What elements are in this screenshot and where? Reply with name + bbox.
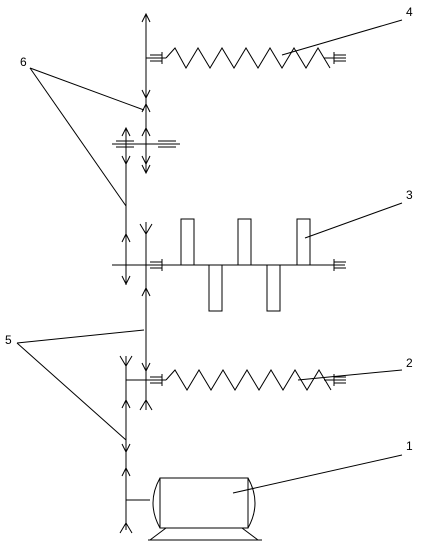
label-lower-spring-shaft: 2 xyxy=(406,356,413,370)
crank-shaft xyxy=(112,218,346,312)
lower-belt-left xyxy=(119,355,133,534)
label-motor: 1 xyxy=(406,439,413,453)
motor-pulley xyxy=(121,466,150,501)
label-upper-spring-shaft: 4 xyxy=(406,5,413,19)
label-lower-drive-belts: 5 xyxy=(5,333,12,347)
middle-vertical-shaft xyxy=(139,222,153,411)
label-crank-shaft: 3 xyxy=(406,188,413,202)
upper-belt-left xyxy=(121,164,131,286)
upper-vertical-shaft xyxy=(141,12,151,175)
motor xyxy=(148,477,262,541)
lower-spring-shaft xyxy=(126,369,346,391)
label-upper-drive-belts: 6 xyxy=(20,55,27,69)
leader-lines xyxy=(16,19,403,494)
upper-spring-shaft xyxy=(146,47,346,70)
